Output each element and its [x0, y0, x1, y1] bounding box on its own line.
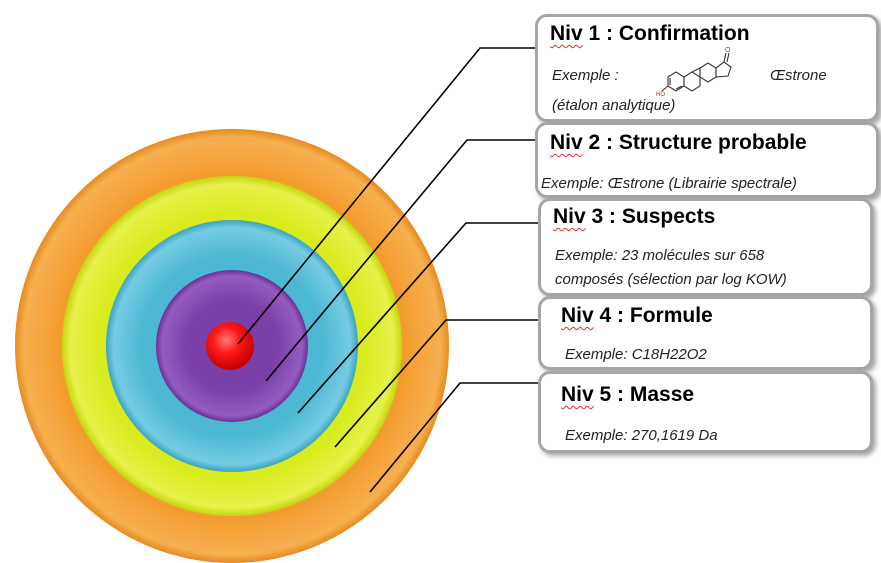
- level-3-title-rest: 3 : Suspects: [591, 205, 716, 228]
- level-3-title: Niv 3 : Suspects: [553, 205, 715, 229]
- estrone-ketone-label: O: [725, 47, 731, 54]
- level-5-niv: Niv: [561, 383, 594, 406]
- level-5-title-rest: 5 : Masse: [599, 383, 695, 406]
- level-4-title: Niv 4 : Formule: [561, 304, 713, 328]
- level-1-niv: Niv: [550, 22, 583, 45]
- level-1-example-prefix: Exemple :: [552, 67, 619, 84]
- level-1-title: Niv 1 : Confirmation: [550, 22, 750, 46]
- connector-level-2: [265, 139, 536, 382]
- level-4-box: Niv 4 : Formule Exemple: C18H22O2: [538, 296, 873, 370]
- level-5-title: Niv 5 : Masse: [561, 383, 694, 407]
- level-2-niv: Niv: [550, 131, 583, 154]
- connector-level-4: [334, 319, 540, 448]
- level-3-niv: Niv: [553, 205, 586, 228]
- connector-level-1: [237, 47, 536, 345]
- level-1-title-rest: 1 : Confirmation: [588, 22, 750, 45]
- level-2-title: Niv 2 : Structure probable: [550, 131, 807, 155]
- level-2-box: Niv 2 : Structure probable Exemple: Œstr…: [535, 122, 879, 198]
- level-3-example-line1: Exemple: 23 molécules sur 658: [555, 247, 764, 264]
- level-4-title-rest: 4 : Formule: [599, 304, 713, 327]
- level-2-example: Exemple: Œstrone (Librairie spectrale): [541, 175, 797, 192]
- level-1-compound: Œstrone: [770, 67, 827, 84]
- level-1-example-line2: (étalon analytique): [552, 97, 676, 114]
- estrone-hydroxyl-label: HO: [656, 92, 665, 96]
- level-3-example-line2: composés (sélection par log KOW): [555, 271, 787, 288]
- level-4-example: Exemple: C18H22O2: [565, 346, 707, 363]
- estrone-structure-icon: O HO: [656, 47, 732, 96]
- level-5-example: Exemple: 270,1619 Da: [565, 427, 718, 444]
- level-4-niv: Niv: [561, 304, 594, 327]
- level-1-box: Niv 1 : Confirmation Exemple : O HO Œstr…: [535, 14, 879, 122]
- ring-level-1: [206, 322, 254, 370]
- connector-level-5: [369, 382, 540, 493]
- level-5-box: Niv 5 : Masse Exemple: 270,1619 Da: [538, 371, 873, 453]
- level-3-box: Niv 3 : Suspects Exemple: 23 molécules s…: [538, 198, 873, 296]
- level-2-title-rest: 2 : Structure probable: [588, 131, 807, 154]
- connector-level-3: [297, 222, 540, 414]
- level-3-example-line1-text: Exemple: 23 molécules sur 658: [555, 247, 765, 264]
